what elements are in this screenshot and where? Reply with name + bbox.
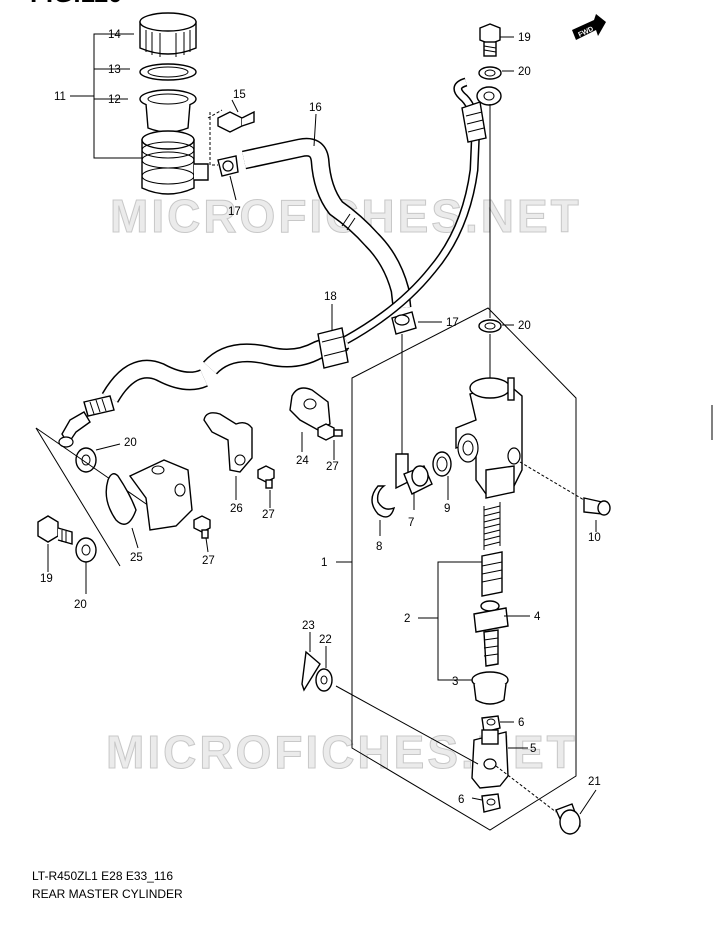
- clevis: [471, 729, 509, 789]
- callout-23: 23: [302, 620, 315, 632]
- callout-10: 10: [588, 532, 601, 544]
- fwd-arrow-icon: FWD: [572, 14, 606, 40]
- callout-13: 13: [108, 64, 121, 76]
- clevis-pin: [555, 803, 581, 835]
- callout-6-lower: 6: [458, 794, 464, 806]
- callout-27-left: 27: [202, 555, 215, 567]
- callout-7: 7: [408, 517, 414, 529]
- pushrod: [473, 600, 509, 667]
- hose-clamp-right: [391, 311, 417, 335]
- callout-4: 4: [534, 611, 541, 623]
- washer-22: [315, 668, 333, 692]
- hose-fitting-lower: [83, 395, 115, 417]
- callout-20-lower: 20: [74, 599, 87, 611]
- cotter-pin: [301, 650, 321, 692]
- callout-1: 1: [321, 557, 327, 569]
- master-cylinder-body: [455, 377, 523, 499]
- callout-6-upper: 6: [518, 717, 524, 729]
- return-spring: [483, 505, 501, 547]
- banjo-fitting-top: [476, 86, 502, 106]
- reservoir-cap: [139, 12, 197, 57]
- hose-connector: [395, 453, 433, 495]
- callout-2: 2: [404, 613, 410, 625]
- dust-boot: [471, 671, 509, 705]
- leader-lines: [47, 33, 597, 815]
- reservoir-diaphragm-plate: [139, 63, 197, 81]
- banjo-bolt-top: [479, 23, 501, 57]
- locknut-lower: [481, 793, 501, 813]
- screw-10: [583, 497, 611, 516]
- callout-20-top: 20: [518, 66, 531, 78]
- callout-14: 14: [108, 29, 121, 41]
- circlip: [371, 485, 396, 518]
- hose-clamp-26: [203, 412, 253, 473]
- reservoir-diaphragm: [139, 89, 197, 133]
- callout-17-top: 17: [228, 206, 241, 218]
- callout-17-right: 17: [446, 317, 459, 329]
- callout-12: 12: [108, 94, 121, 106]
- washer-20-top: [478, 66, 502, 80]
- washer-20-mid: [478, 319, 502, 333]
- reservoir-body: [141, 130, 209, 195]
- callout-8: 8: [376, 541, 382, 553]
- callout-11: 11: [54, 91, 66, 103]
- callout-20-left: 20: [124, 437, 137, 449]
- piston-set: [481, 551, 503, 597]
- model-code: LT-R450ZL1 E28 E33_116: [32, 869, 173, 883]
- callout-18: 18: [324, 291, 337, 303]
- washer-20-left: [75, 447, 97, 473]
- figure-reference: FIG.110: [30, 0, 123, 8]
- callout-5: 5: [530, 743, 536, 755]
- callout-19-lower: 19: [40, 573, 53, 585]
- callout-25: 25: [130, 552, 143, 564]
- assembly-outline: [351, 307, 577, 831]
- hose-clamp-left: [217, 155, 239, 177]
- bolt-15: [217, 110, 255, 133]
- callout-3: 3: [452, 676, 458, 688]
- callout-27-mid: 27: [262, 509, 275, 521]
- callout-27-right: 27: [326, 461, 339, 473]
- callout-21: 21: [588, 776, 601, 788]
- callout-26: 26: [230, 503, 243, 515]
- hose-clamp-24: [289, 387, 331, 431]
- callout-22: 22: [319, 634, 332, 646]
- callout-9: 9: [444, 503, 450, 515]
- bolt-27-left: [193, 515, 211, 539]
- callout-16: 16: [309, 102, 322, 114]
- hose-clamp-band: [105, 459, 193, 531]
- hose-guide-18: [317, 327, 349, 369]
- callout-20-mid: 20: [518, 320, 531, 332]
- washer-20-lower: [75, 537, 97, 563]
- callout-24: 24: [296, 455, 309, 467]
- o-ring: [432, 451, 452, 477]
- bolt-27-right: [317, 423, 343, 441]
- locknut-upper: [481, 715, 501, 733]
- diagram-caption: REAR MASTER CYLINDER: [32, 887, 183, 901]
- callout-15: 15: [233, 89, 246, 101]
- bolt-27-mid: [257, 465, 275, 489]
- callout-19-top: 19: [518, 32, 531, 44]
- banjo-bolt-lower: [37, 515, 73, 545]
